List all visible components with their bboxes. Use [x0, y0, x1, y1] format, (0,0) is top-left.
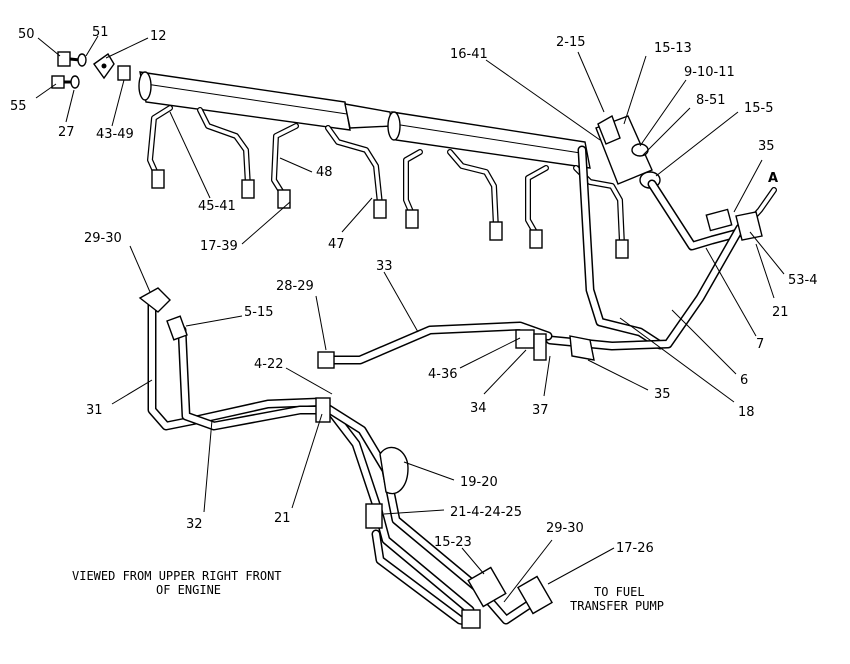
fuel-manifold-left: [138, 71, 393, 131]
callout-2-15: 2-15: [556, 35, 586, 50]
manifold-hardware: [51, 51, 131, 89]
pump-note-line-1: TO FUEL: [594, 585, 645, 599]
callout-6: 6: [740, 373, 748, 388]
callout-a: A: [768, 171, 778, 186]
callout-12: 12: [150, 29, 167, 44]
fuel-filter-base: [595, 114, 661, 189]
callout-21-right: 21: [772, 305, 789, 320]
pump-note-line-2: TRANSFER PUMP: [570, 599, 664, 613]
view-note-line-1: VIEWED FROM UPPER RIGHT FRONT: [72, 569, 282, 583]
callout-21-lower: 21: [274, 511, 291, 526]
callout-29-30-left: 29-30: [84, 231, 122, 246]
callout-48: 48: [316, 165, 333, 180]
callout-7: 7: [756, 337, 764, 352]
callout-9-10-11: 9-10-11: [684, 65, 735, 80]
callout-4-22: 4-22: [254, 357, 284, 372]
callout-8-51: 8-51: [696, 93, 726, 108]
callout-50: 50: [18, 27, 35, 42]
callout-5-15: 5-15: [244, 305, 274, 320]
callout-15-23: 15-23: [434, 535, 472, 550]
callout-labels: 50 51 12 55 27 43-49 16-41 2-15 15-13 9-…: [10, 25, 818, 556]
callout-34: 34: [470, 401, 487, 416]
callout-35-top: 35: [758, 139, 775, 154]
view-note-line-2: OF ENGINE: [156, 583, 221, 597]
callout-4-36: 4-36: [428, 367, 458, 382]
callout-28-29: 28-29: [276, 279, 314, 294]
leader-lines: [35, 35, 785, 603]
callout-35-mid: 35: [654, 387, 671, 402]
callout-15-5: 15-5: [744, 101, 774, 116]
callout-47: 47: [328, 237, 345, 252]
diagram-notes: VIEWED FROM UPPER RIGHT FRONT OF ENGINE …: [72, 569, 664, 613]
callout-18: 18: [738, 405, 755, 420]
callout-45-41: 45-41: [198, 199, 236, 214]
callout-21-4-24-25: 21-4-24-25: [450, 505, 522, 520]
main-fuel-lines: [147, 145, 777, 627]
callout-27: 27: [58, 125, 75, 140]
callout-19-20: 19-20: [460, 475, 498, 490]
callout-15-13: 15-13: [654, 41, 692, 56]
callout-31: 31: [86, 403, 103, 418]
injector-lines: [147, 105, 629, 259]
fittings: [138, 208, 763, 629]
callout-32: 32: [186, 517, 203, 532]
callout-29-30-lower: 29-30: [546, 521, 584, 536]
callout-43-49: 43-49: [96, 127, 134, 142]
callout-33: 33: [376, 259, 393, 274]
callout-16-41: 16-41: [450, 47, 488, 62]
fuel-manifold-right: [387, 111, 591, 169]
callout-53-4: 53-4: [788, 273, 818, 288]
callout-37: 37: [532, 403, 549, 418]
callout-55: 55: [10, 99, 27, 114]
callout-51: 51: [92, 25, 109, 40]
callout-17-26: 17-26: [616, 541, 654, 556]
callout-17-39: 17-39: [200, 239, 238, 254]
